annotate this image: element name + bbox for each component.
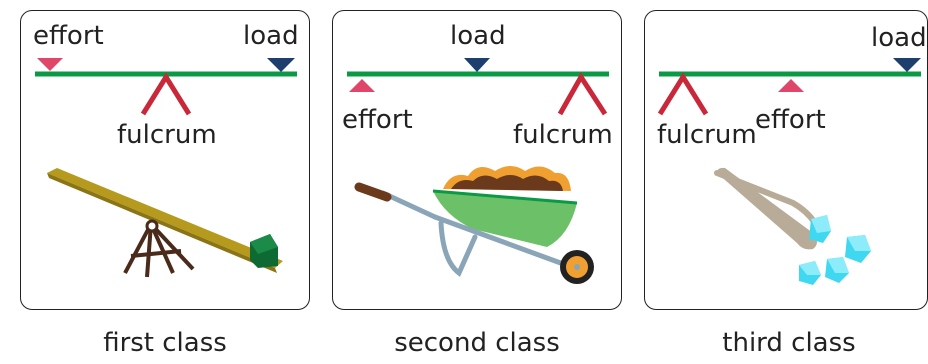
effort-label: effort <box>342 105 413 135</box>
load-arrow-icon <box>267 58 295 72</box>
effort-arrow-icon <box>778 79 804 92</box>
wheelbarrow-icon <box>354 166 594 284</box>
first-class-diagram <box>35 58 297 278</box>
second-class-diagram <box>347 58 609 284</box>
tongs-with-ice-icon <box>714 167 871 285</box>
panel-first-class: effort load fulcrum <box>20 10 310 310</box>
load-label: load <box>450 21 506 51</box>
panel-second-class: load effort fulcrum <box>332 10 622 310</box>
load-arrow-icon <box>893 58 921 72</box>
fulcrum-icon <box>657 72 709 116</box>
caption-third-class: third class <box>722 328 856 358</box>
load-arrow-icon <box>464 58 490 72</box>
fulcrum-label: fulcrum <box>657 120 757 150</box>
fulcrum-icon <box>140 72 192 116</box>
effort-label: effort <box>755 105 826 135</box>
effort-arrow-icon <box>37 58 63 71</box>
fulcrum-label: fulcrum <box>513 120 613 150</box>
seesaw-icon <box>47 168 283 278</box>
fulcrum-icon <box>557 72 608 116</box>
effort-arrow-icon <box>349 79 375 92</box>
fulcrum-label: fulcrum <box>117 120 217 150</box>
panel-third-class: load fulcrum effort <box>644 10 928 310</box>
load-label: load <box>243 21 299 51</box>
load-label: load <box>871 23 927 53</box>
effort-label: effort <box>33 21 104 51</box>
caption-second-class: second class <box>394 328 560 358</box>
caption-first-class: first class <box>103 328 227 358</box>
third-class-diagram <box>657 58 921 285</box>
